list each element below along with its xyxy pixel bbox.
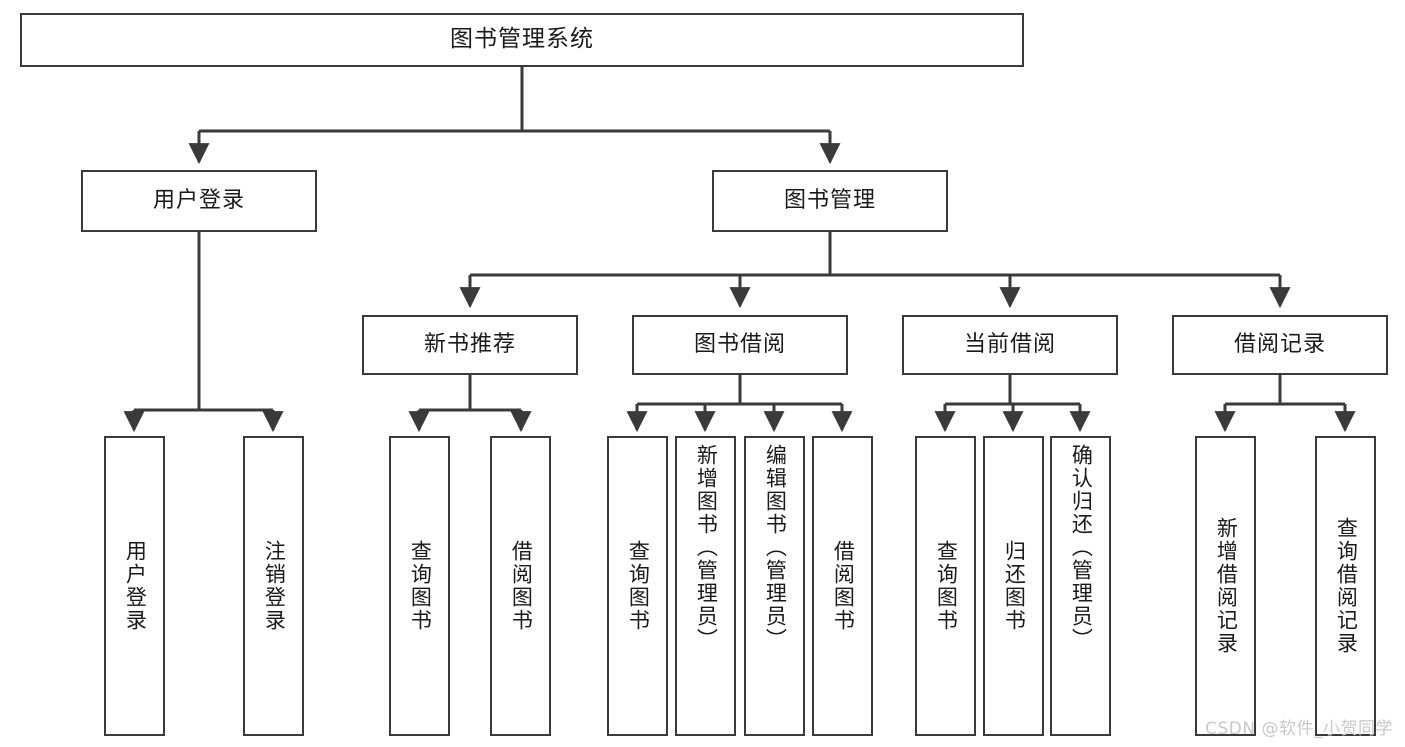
node-label: 编辑图书（管理员） xyxy=(763,444,788,651)
node-label: 查询图书 xyxy=(626,540,651,632)
node-label: 新增借阅记录 xyxy=(1214,517,1239,655)
node-label: 用户登录 xyxy=(152,187,245,213)
node-label: 图书借阅 xyxy=(693,331,786,357)
node-label: 新书推荐 xyxy=(423,331,516,357)
node-label: 借阅记录 xyxy=(1233,331,1326,357)
node-label: 借阅图书 xyxy=(831,540,856,632)
node-borrow-record[interactable]: 借阅记录 xyxy=(1172,315,1388,375)
node-new-book-recommend[interactable]: 新书推荐 xyxy=(362,315,578,375)
node-label: 注销登录 xyxy=(262,540,287,632)
node-leaf-query-borrow-record[interactable]: 查询借阅记录 xyxy=(1315,436,1376,736)
node-leaf-query-book-new[interactable]: 查询图书 xyxy=(389,436,450,736)
node-label: 新增图书（管理员） xyxy=(694,444,719,651)
node-leaf-borrow-book-new[interactable]: 借阅图书 xyxy=(490,436,551,736)
node-current-borrow[interactable]: 当前借阅 xyxy=(902,315,1118,375)
node-leaf-return-book[interactable]: 归还图书 xyxy=(983,436,1044,736)
watermark: CSDN @软件_小贺同学 xyxy=(1205,719,1393,739)
node-label: 图书管理 xyxy=(783,187,876,213)
node-leaf-add-borrow-record[interactable]: 新增借阅记录 xyxy=(1195,436,1256,736)
node-label: 当前借阅 xyxy=(963,331,1056,357)
node-label: 查询借阅记录 xyxy=(1334,517,1359,655)
node-root-system[interactable]: 图书管理系统 xyxy=(20,13,1024,67)
node-leaf-edit-book-admin[interactable]: 编辑图书（管理员） xyxy=(744,436,805,736)
node-label: 查询图书 xyxy=(408,540,433,632)
node-leaf-query-book-borrow[interactable]: 查询图书 xyxy=(607,436,668,736)
node-user-login[interactable]: 用户登录 xyxy=(81,170,317,232)
node-leaf-add-book-admin[interactable]: 新增图书（管理员） xyxy=(675,436,736,736)
node-leaf-query-book-current[interactable]: 查询图书 xyxy=(915,436,976,736)
node-label: 用户登录 xyxy=(123,540,148,632)
node-label: 确认归还（管理员） xyxy=(1069,444,1094,651)
node-leaf-borrow-book[interactable]: 借阅图书 xyxy=(812,436,873,736)
node-leaf-user-login[interactable]: 用户登录 xyxy=(104,436,165,736)
node-label: 图书管理系统 xyxy=(450,26,594,53)
node-label: 查询图书 xyxy=(934,540,959,632)
node-book-management[interactable]: 图书管理 xyxy=(712,170,948,232)
node-leaf-logout[interactable]: 注销登录 xyxy=(243,436,304,736)
node-book-borrow[interactable]: 图书借阅 xyxy=(632,315,848,375)
node-label: 归还图书 xyxy=(1002,540,1027,632)
node-leaf-confirm-return-admin[interactable]: 确认归还（管理员） xyxy=(1050,436,1111,736)
node-label: 借阅图书 xyxy=(509,540,534,632)
